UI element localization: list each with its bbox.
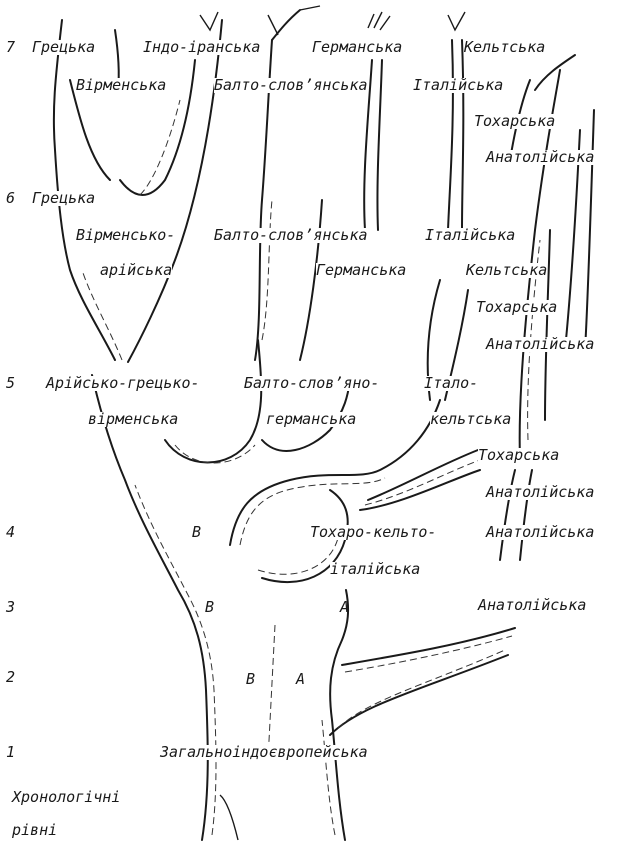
- label-l5-baltoslavger-2: германська: [266, 412, 356, 427]
- label-l6-greek: Грецька: [32, 191, 95, 206]
- level-7: 7: [6, 40, 15, 55]
- label-l6-armarian-2: арійська: [100, 263, 172, 278]
- label-l7-celtic: Кельтська: [464, 40, 545, 55]
- label-l4-tochcelt-2: італійська: [330, 562, 420, 577]
- marker-b-level2: B: [246, 672, 255, 687]
- label-l6-celtic: Кельтська: [466, 263, 547, 278]
- label-l7-german: Германська: [312, 40, 402, 55]
- label-l5-italoceltic-1: Італо-: [424, 376, 478, 391]
- marker-a-level2: A: [296, 672, 305, 687]
- arygreek-branch: [54, 12, 222, 362]
- label-l7-indoiran: Індо-іранська: [143, 40, 260, 55]
- marker-b-level4: B: [192, 525, 201, 540]
- level-5: 5: [6, 376, 15, 391]
- label-l5-arygreek-1: Арійсько-грецько-: [46, 376, 200, 391]
- label-l5-arygreek-2: вірменська: [88, 412, 178, 427]
- level-3: 3: [6, 600, 15, 615]
- label-l6-armarian-1: Вірменсько-: [76, 228, 175, 243]
- label-l7-armenian: Вірменська: [76, 78, 166, 93]
- label-l5-tocharian: Тохарська: [478, 448, 559, 463]
- label-l7-greek: Грецька: [32, 40, 95, 55]
- label-l5-baltoslavger-1: Балто-слов’яно-: [244, 376, 379, 391]
- label-l7-baltoslav: Балто-слов’янська: [214, 78, 368, 93]
- label-l7-italic: Італійська: [413, 78, 503, 93]
- label-l6-anatolian: Анатолійська: [486, 337, 594, 352]
- marker-b-level3: B: [205, 600, 214, 615]
- label-l4-tochcelt-1: Тохаро-кельто-: [310, 525, 436, 540]
- label-l5-italoceltic-2: кельтська: [430, 412, 511, 427]
- level-1: 1: [6, 745, 15, 760]
- anatolian-branch: [330, 628, 515, 735]
- level-6: 6: [6, 191, 15, 206]
- label-l1-common: Загальноіндоєвропейська: [160, 745, 368, 760]
- marker-a-level3: A: [340, 600, 349, 615]
- label-l6-italic: Італійська: [425, 228, 515, 243]
- level-4: 4: [6, 525, 15, 540]
- level-2: 2: [6, 670, 15, 685]
- axis-caption-line1: Хронологічні: [12, 790, 120, 805]
- label-l6-baltoslav: Балто-слов’янська: [214, 228, 368, 243]
- label-l6-tocharian: Тохарська: [476, 300, 557, 315]
- axis-caption-line2: рівні: [12, 823, 57, 838]
- label-l7-anatolian: Анатолійська: [486, 150, 594, 165]
- label-l7-tocharian: Тохарська: [474, 114, 555, 129]
- right-branches: [428, 12, 594, 560]
- label-l6-german: Германська: [316, 263, 406, 278]
- label-l3-anatolian: Анатолійська: [478, 598, 586, 613]
- label-l4-anatolian: Анатолійська: [486, 525, 594, 540]
- label-l5-anatolian: Анатолійська: [486, 485, 594, 500]
